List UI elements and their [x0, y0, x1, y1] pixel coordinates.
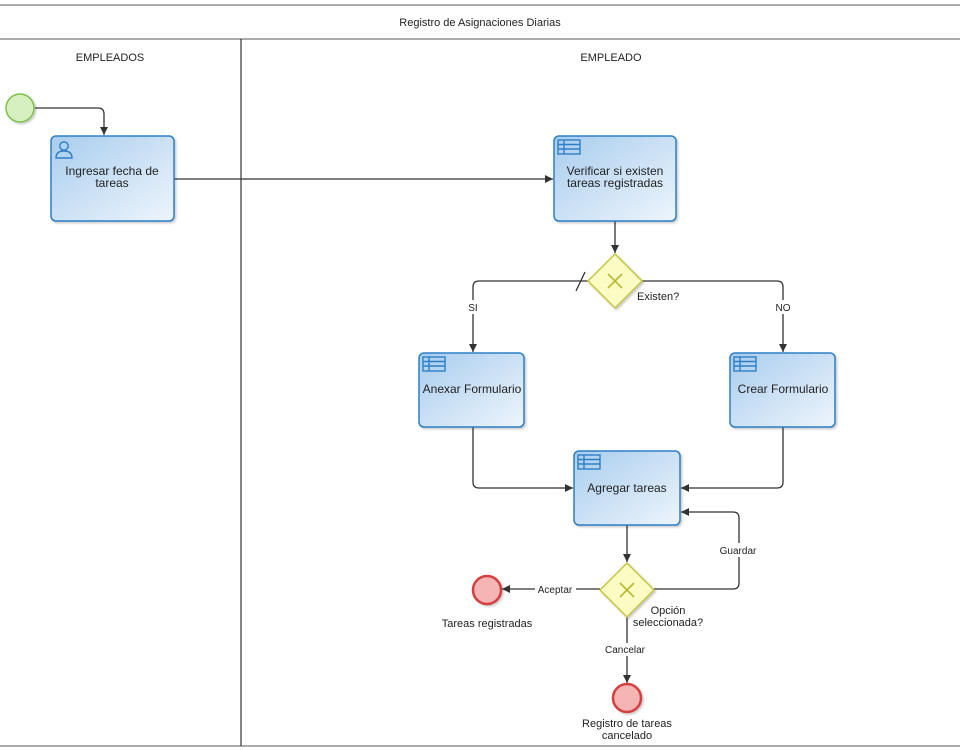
task-verificar-label-2: tareas registradas	[567, 176, 663, 190]
lane-title-empleado: EMPLEADO	[580, 52, 642, 64]
end-registradas-label: Tareas registradas	[442, 618, 533, 630]
start-event[interactable]	[5, 93, 35, 123]
task-ingresar-fecha[interactable]: Ingresar fecha de tareas	[50, 135, 175, 222]
task-agregar-label: Agregar tareas	[587, 481, 666, 495]
script-icon	[422, 356, 446, 372]
exclusive-x-icon	[607, 273, 623, 289]
script-icon	[557, 139, 581, 155]
label-aceptar: Aceptar	[538, 585, 573, 596]
task-anexar-formulario[interactable]: Anexar Formulario	[418, 352, 525, 428]
flow-anexar-to-agregar[interactable]	[472, 427, 573, 492]
task-agregar-tareas[interactable]: Agregar tareas	[573, 450, 681, 526]
task-ingresar-label-1: Ingresar fecha de	[65, 164, 159, 178]
task-verificar[interactable]: Verificar si existen tareas registradas	[553, 135, 677, 222]
lane-title-empleados: EMPLEADOS	[76, 52, 144, 64]
end-cancelado-label-2: cancelado	[602, 730, 652, 742]
exclusive-x-icon	[619, 582, 635, 598]
task-crear-label: Crear Formulario	[738, 382, 829, 396]
label-cancelar: Cancelar	[605, 645, 646, 656]
label-si: SI	[468, 303, 477, 314]
script-icon	[733, 356, 757, 372]
gateway-existen[interactable]: Existen?	[586, 252, 679, 310]
end-cancelado-label-1: Registro de tareas	[582, 718, 672, 730]
script-icon	[577, 454, 601, 470]
gateway-existen-label: Existen?	[637, 291, 679, 303]
label-no: NO	[776, 303, 791, 314]
task-anexar-label: Anexar Formulario	[423, 382, 522, 396]
task-ingresar-label-2: tareas	[95, 176, 128, 190]
task-crear-formulario[interactable]: Crear Formulario	[729, 352, 836, 428]
end-event-tareas-registradas[interactable]: Tareas registradas	[442, 574, 533, 630]
flow-crear-to-agregar[interactable]	[681, 427, 784, 492]
gateway-opcion[interactable]: Opción seleccionada?	[598, 561, 703, 629]
user-icon	[55, 141, 73, 159]
flow-existen-to-crear[interactable]	[642, 280, 787, 352]
default-flow-marker	[575, 271, 586, 292]
gateway-opcion-label-2: seleccionada?	[633, 617, 703, 629]
gateway-opcion-label-1: Opción	[651, 605, 686, 617]
pool: Registro de Asignaciones Diarias EMPLEAD…	[0, 4, 960, 747]
flow-existen-to-anexar[interactable]	[469, 280, 588, 352]
flow-start-to-ingresar[interactable]	[35, 107, 108, 135]
label-guardar: Guardar	[720, 546, 757, 557]
flow-labels: SI NO Guardar Aceptar Cancelar	[464, 300, 793, 656]
end-event-registro-cancelado[interactable]: Registro de tareas cancelado	[582, 682, 672, 742]
task-verificar-label-1: Verificar si existen	[567, 164, 664, 178]
pool-title: Registro de Asignaciones Diarias	[399, 17, 561, 29]
